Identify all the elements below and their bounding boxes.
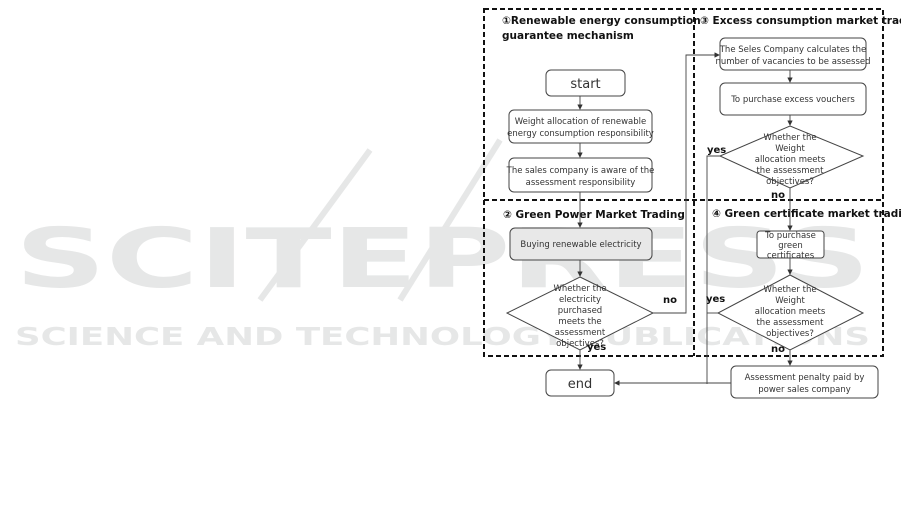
svg-text:power sales company: power sales company [758,385,851,395]
svg-text:allocation meets: allocation meets [755,155,826,165]
svg-text:Weight allocation of renewable: Weight allocation of renewable [515,117,647,127]
watermark: SCITEPRESS SCIENCE AND TECHNOLOGY PUBLIC… [15,138,870,351]
end-node: end [545,369,615,397]
svg-text:objectives?: objectives? [556,339,604,349]
svg-text:assessment: assessment [555,328,606,338]
panel1-title: ①Renewable energy consumption [502,15,701,27]
label-d4-no: no [771,344,785,355]
aware-node: The sales company is aware of the assess… [506,157,655,193]
panel4-title: ④ Green certificate market trading [712,208,901,220]
panel1-title-2: guarantee mechanism [502,30,634,42]
svg-text:end: end [568,377,593,392]
decision-electricity: Whether the electricity purchased meets … [505,276,655,351]
decision-certificate: Whether the Weight allocation meets the … [716,274,865,351]
svg-text:To purchase excess vouchers: To purchase excess vouchers [730,95,855,105]
label-d3-no: no [771,190,785,201]
svg-text:Assessment penalty paid by: Assessment penalty paid by [745,373,865,383]
svg-text:Whether the: Whether the [763,285,816,295]
svg-text:objectives?: objectives? [766,329,814,339]
svg-text:the assessment: the assessment [756,166,824,176]
svg-text:objectives?: objectives? [766,177,814,187]
calculate-node: The Seles Company calculates the number … [715,37,871,71]
svg-text:Weight: Weight [775,144,805,154]
buying-node: Buying renewable electricity [509,227,653,261]
svg-text:allocation meets: allocation meets [755,307,826,317]
svg-text:electricity: electricity [559,295,601,305]
decision-excess: Whether the Weight allocation meets the … [718,125,865,189]
vouchers-node: To purchase excess vouchers [719,82,867,116]
label-d3-yes: yes [707,145,726,156]
panel3-title: ③ Excess consumption market trading [700,15,901,27]
label-d2-yes: yes [587,342,606,353]
svg-text:meets the: meets the [558,317,601,327]
svg-text:To purchase: To purchase [764,231,816,241]
svg-text:assessment responsibility: assessment responsibility [526,178,636,188]
panel2-title: ② Green Power Market Trading [503,209,685,221]
svg-text:certificates: certificates [767,251,815,261]
svg-text:Whether the: Whether the [763,133,816,143]
connectors [577,52,793,386]
svg-text:start: start [570,77,600,92]
svg-text:Whether the: Whether the [553,284,606,294]
svg-text:Weight: Weight [775,296,805,306]
panel-frame [483,8,884,357]
svg-text:Buying renewable electricity: Buying renewable electricity [520,240,641,250]
label-d2-no: no [663,295,677,306]
svg-text:green: green [778,241,803,251]
watermark-sub: SCIENCE AND TECHNOLOGY PUBLICATIONS [15,322,870,351]
watermark-main: SCITEPRESS [15,212,870,307]
svg-text:energy consumption responsibil: energy consumption responsibility [507,129,654,139]
start-node: start [545,69,626,97]
svg-text:number of vacancies to be asse: number of vacancies to be assessed [715,57,870,67]
weight-allocation-node: Weight allocation of renewable energy co… [507,109,654,144]
green-certificates-node: To purchase green certificates [756,230,825,261]
penalty-node: Assessment penalty paid by power sales c… [730,365,879,399]
svg-text:the assessment: the assessment [756,318,824,328]
svg-text:purchased: purchased [558,306,602,316]
svg-text:The Seles Company calculates t: The Seles Company calculates the [719,45,867,55]
svg-text:The sales company is aware of: The sales company is aware of the [506,166,655,176]
label-d4-yes: yes [706,294,725,305]
